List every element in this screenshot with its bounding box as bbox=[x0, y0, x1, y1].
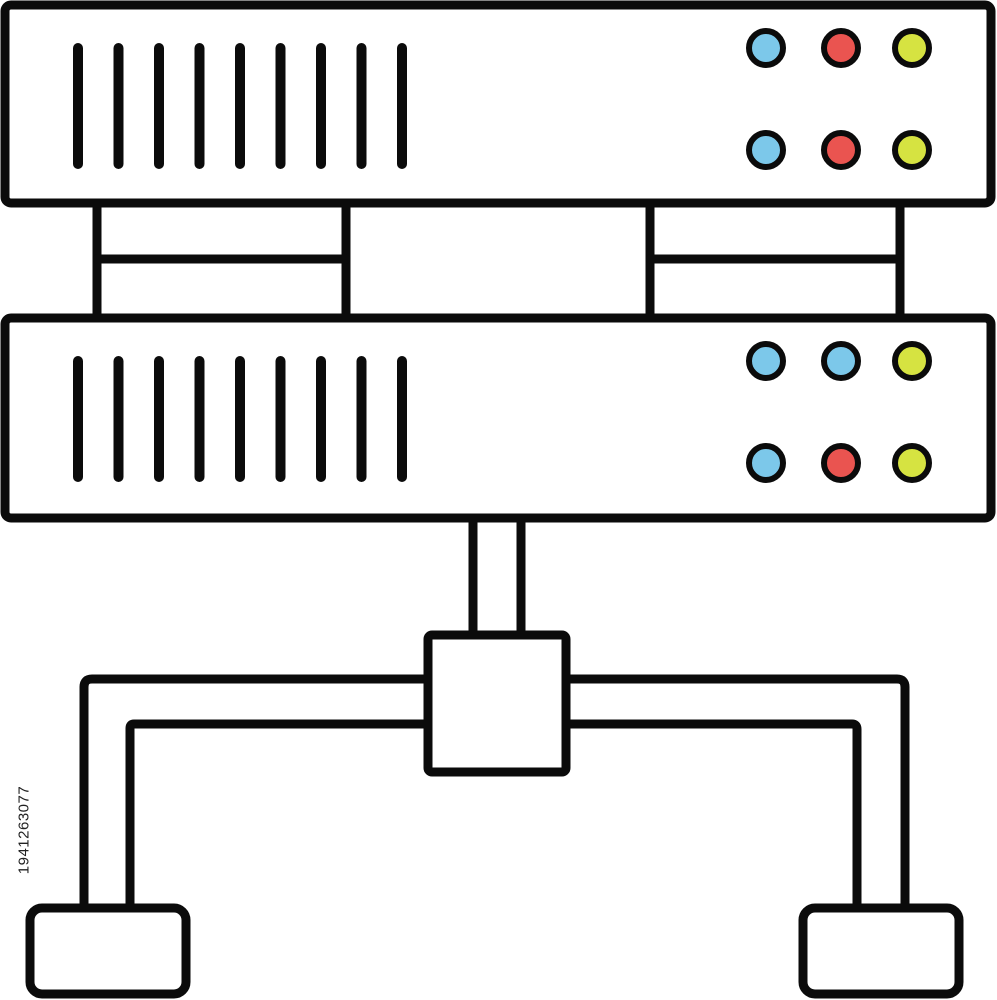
status-led-yellow bbox=[892, 130, 932, 170]
network-node-right bbox=[798, 903, 964, 999]
status-led-blue bbox=[821, 341, 861, 381]
rack-connectors bbox=[79, 197, 910, 915]
status-led-yellow bbox=[892, 341, 932, 381]
status-led-blue bbox=[746, 28, 786, 68]
branch-left-outer bbox=[79, 674, 433, 915]
branch-right-inner bbox=[561, 719, 862, 915]
network-hub-node bbox=[423, 630, 571, 777]
network-nodes bbox=[25, 630, 964, 999]
server-unit-top bbox=[0, 0, 996, 208]
status-led-red bbox=[821, 443, 861, 483]
stock-id-label: 1941263077 bbox=[15, 785, 33, 875]
status-led-yellow bbox=[892, 28, 932, 68]
branch-left-inner bbox=[125, 719, 433, 915]
status-led-red bbox=[821, 130, 861, 170]
status-led-red bbox=[821, 28, 861, 68]
network-node-left bbox=[25, 903, 191, 999]
server-stack bbox=[0, 0, 996, 523]
status-led-blue bbox=[746, 130, 786, 170]
status-led-blue bbox=[746, 443, 786, 483]
branch-right-outer bbox=[561, 674, 910, 915]
server-panel bbox=[0, 313, 996, 523]
status-led-yellow bbox=[892, 443, 932, 483]
status-led-blue bbox=[746, 341, 786, 381]
server-panel bbox=[0, 0, 996, 208]
server-unit-bottom bbox=[0, 313, 996, 523]
